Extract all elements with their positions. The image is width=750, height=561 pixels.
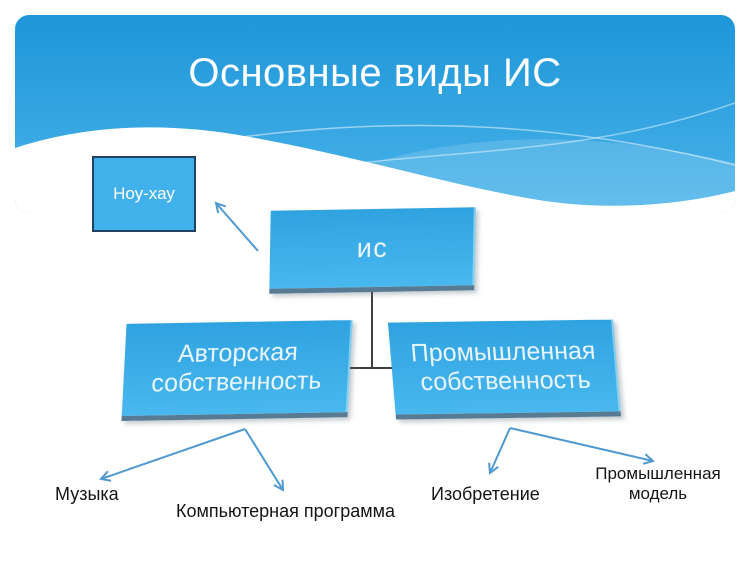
leaf-music: Музыка: [55, 484, 119, 504]
node-author-property-label: Авторская собственность: [150, 337, 323, 398]
node-know-how: Ноу-хау: [92, 156, 196, 232]
node-know-how-label: Ноу-хау: [113, 184, 175, 203]
leaf-computer-program: Компьютерная программа: [176, 501, 395, 521]
arrow-author-to-program: [244, 428, 285, 492]
arrow-industrial-to-model: [509, 427, 656, 465]
slide-title: Основные виды ИС: [188, 51, 562, 95]
leaf-invention: Изобретение: [431, 484, 540, 504]
arrow-author-to-music: [99, 428, 246, 482]
node-industrial-property: Промышленная собственность: [387, 319, 622, 420]
arrow-industrial-to-invention: [488, 427, 511, 475]
node-is-label: ис: [356, 232, 389, 263]
node-is: ис: [269, 207, 476, 294]
node-author-property: Авторская собственность: [121, 319, 353, 422]
node-industrial-property-label: Промышленная собственность: [409, 336, 597, 397]
leaf-industrial-model: Промышленная модель: [595, 464, 721, 503]
arrow-is-to-knowhow: [214, 201, 259, 252]
